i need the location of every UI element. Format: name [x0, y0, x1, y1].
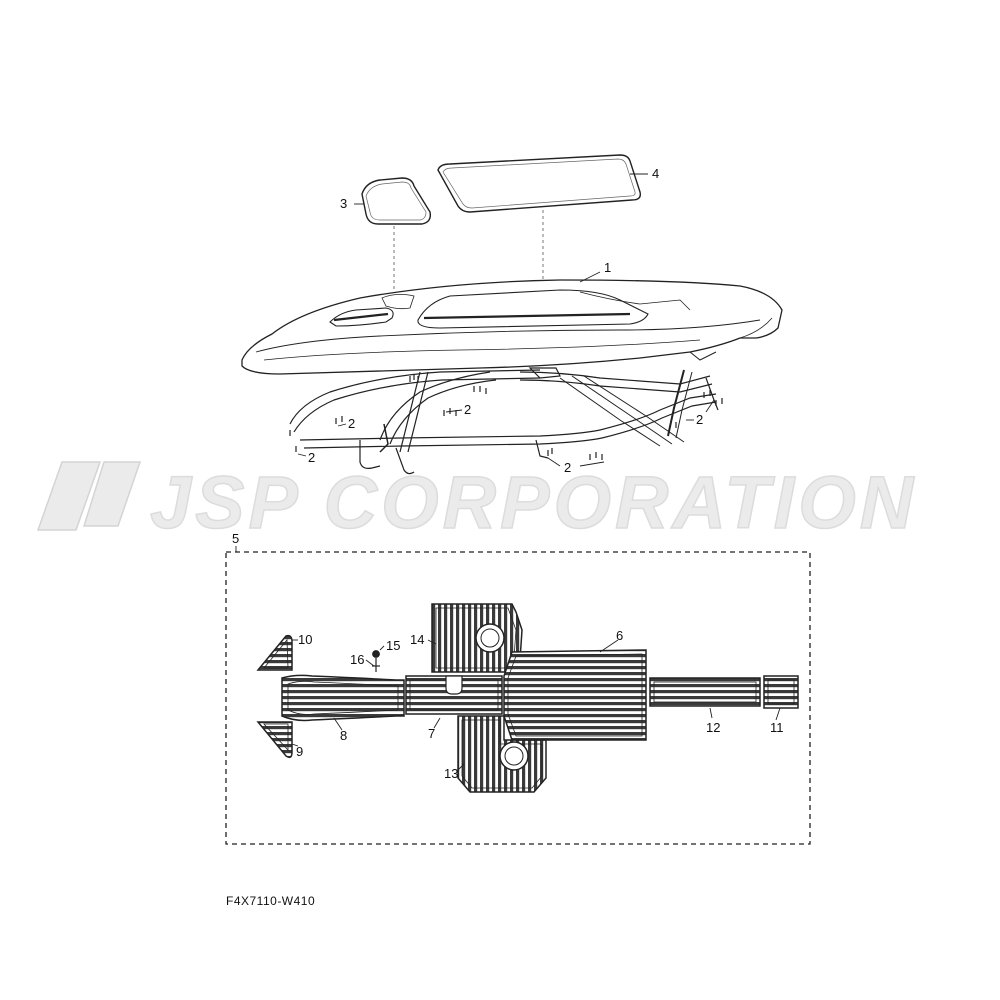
callout-8: 8	[340, 728, 347, 743]
tower-frame	[289, 367, 719, 475]
callout-2: 2	[464, 402, 471, 417]
callout-4: 4	[652, 166, 659, 181]
part-5-group-box	[225, 551, 811, 845]
part-15-16-fastener	[372, 650, 380, 672]
callouts: 1 2 2 2 2 2 3 4 5 6 7 8 9 10 11 12 13 14…	[232, 166, 784, 781]
callout-9: 9	[296, 744, 303, 759]
leader-lines	[235, 173, 781, 771]
callout-5: 5	[232, 531, 239, 546]
part-9-deck-pad	[256, 721, 293, 759]
callout-14: 14	[410, 632, 424, 647]
callout-2: 2	[308, 450, 315, 465]
callout-2: 2	[696, 412, 703, 427]
part-2-bolts	[289, 374, 723, 460]
part-1-tower-top	[241, 279, 783, 375]
part-6-deck-pad	[503, 649, 647, 741]
callout-13: 13	[444, 766, 458, 781]
callout-2: 2	[348, 416, 355, 431]
callout-15: 15	[386, 638, 400, 653]
part-13-deck-pad	[457, 715, 547, 793]
drawing-code: F4X7110-W410	[226, 894, 316, 908]
watermark: JSP CORPORATION	[36, 460, 917, 545]
callout-2: 2	[564, 460, 571, 475]
guide-lines	[393, 210, 544, 296]
callout-12: 12	[706, 720, 720, 735]
part-4-window-glass	[437, 154, 642, 213]
callout-1: 1	[604, 260, 611, 275]
watermark-text: JSP CORPORATION	[150, 461, 917, 544]
callout-3: 3	[340, 196, 347, 211]
callout-7: 7	[428, 726, 435, 741]
part-11-deck-pad	[763, 675, 799, 709]
part-3-window-glass	[361, 177, 432, 225]
part-7-deck-pad	[405, 675, 503, 715]
watermark-logo-icon	[36, 461, 142, 531]
callout-16: 16	[350, 652, 364, 667]
part-12-deck-pad	[649, 677, 761, 707]
callout-6: 6	[616, 628, 623, 643]
part-10-deck-pad	[256, 634, 293, 671]
callout-10: 10	[298, 632, 312, 647]
part-8-deck-pad	[281, 674, 405, 722]
callout-11: 11	[770, 720, 784, 735]
